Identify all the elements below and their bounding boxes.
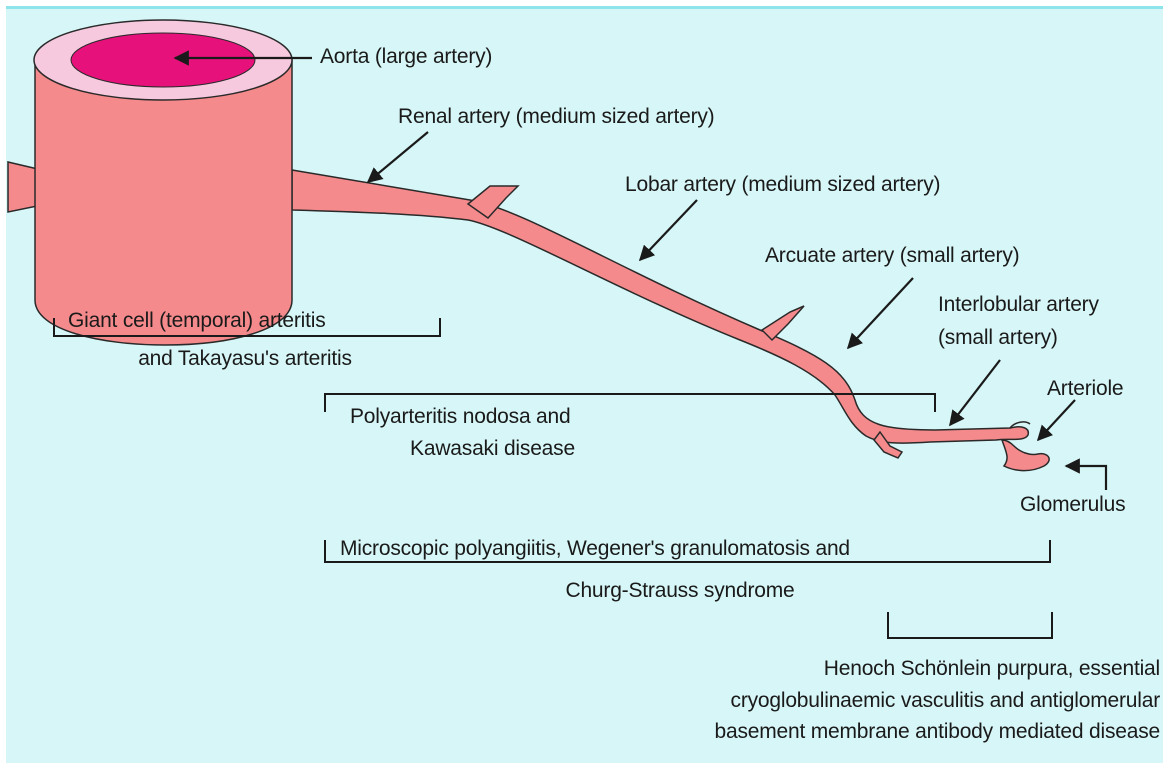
label-interlobular-size: (small artery) (938, 325, 1058, 351)
label-antiglomerular: basement membrane antibody mediated dise… (540, 719, 1160, 745)
label-arteriole: Arteriole (1047, 376, 1123, 402)
bracket-henoch (888, 612, 1052, 638)
label-giant-cell-arteritis: Giant cell (temporal) arteritis (68, 308, 326, 334)
label-takayasu-arteritis: and Takayasu's arteritis (60, 346, 430, 372)
label-kawasaki-disease: Kawasaki disease (350, 436, 635, 462)
label-cryoglobulinaemic: cryoglobulinaemic vasculitis and antiglo… (560, 688, 1160, 714)
arteriole-arrow (1038, 400, 1075, 440)
aorta-lumen (71, 33, 255, 87)
label-renal-artery: Renal artery (medium sized artery) (398, 104, 714, 130)
label-aorta: Aorta (large artery) (320, 44, 492, 70)
label-arcuate-artery: Arcuate artery (small artery) (765, 243, 1019, 269)
lobar-arrow (640, 200, 697, 260)
glomerulus-tuft (1002, 440, 1049, 471)
label-churg-strauss: Churg-Strauss syndrome (480, 578, 880, 604)
arcuate-arrow (848, 278, 913, 348)
renal-arrow (368, 132, 428, 182)
label-henoch-schonlein: Henoch Schönlein purpura, essential (560, 656, 1160, 682)
label-lobar-artery: Lobar artery (medium sized artery) (625, 172, 940, 198)
interlobular-arrow (950, 360, 1000, 425)
label-interlobular-artery: Interlobular artery (938, 292, 1099, 318)
renal-artery (292, 170, 1028, 443)
label-glomerulus: Glomerulus (1020, 492, 1125, 518)
arcuate-branch (762, 306, 804, 340)
aorta-body (35, 60, 292, 345)
label-polyarteritis-nodosa: Polyarteritis nodosa and (350, 404, 571, 430)
label-microscopic-polyangiitis: Microscopic polyangiitis, Wegener's gran… (340, 536, 850, 562)
glomerulus-arrow (1066, 466, 1106, 490)
